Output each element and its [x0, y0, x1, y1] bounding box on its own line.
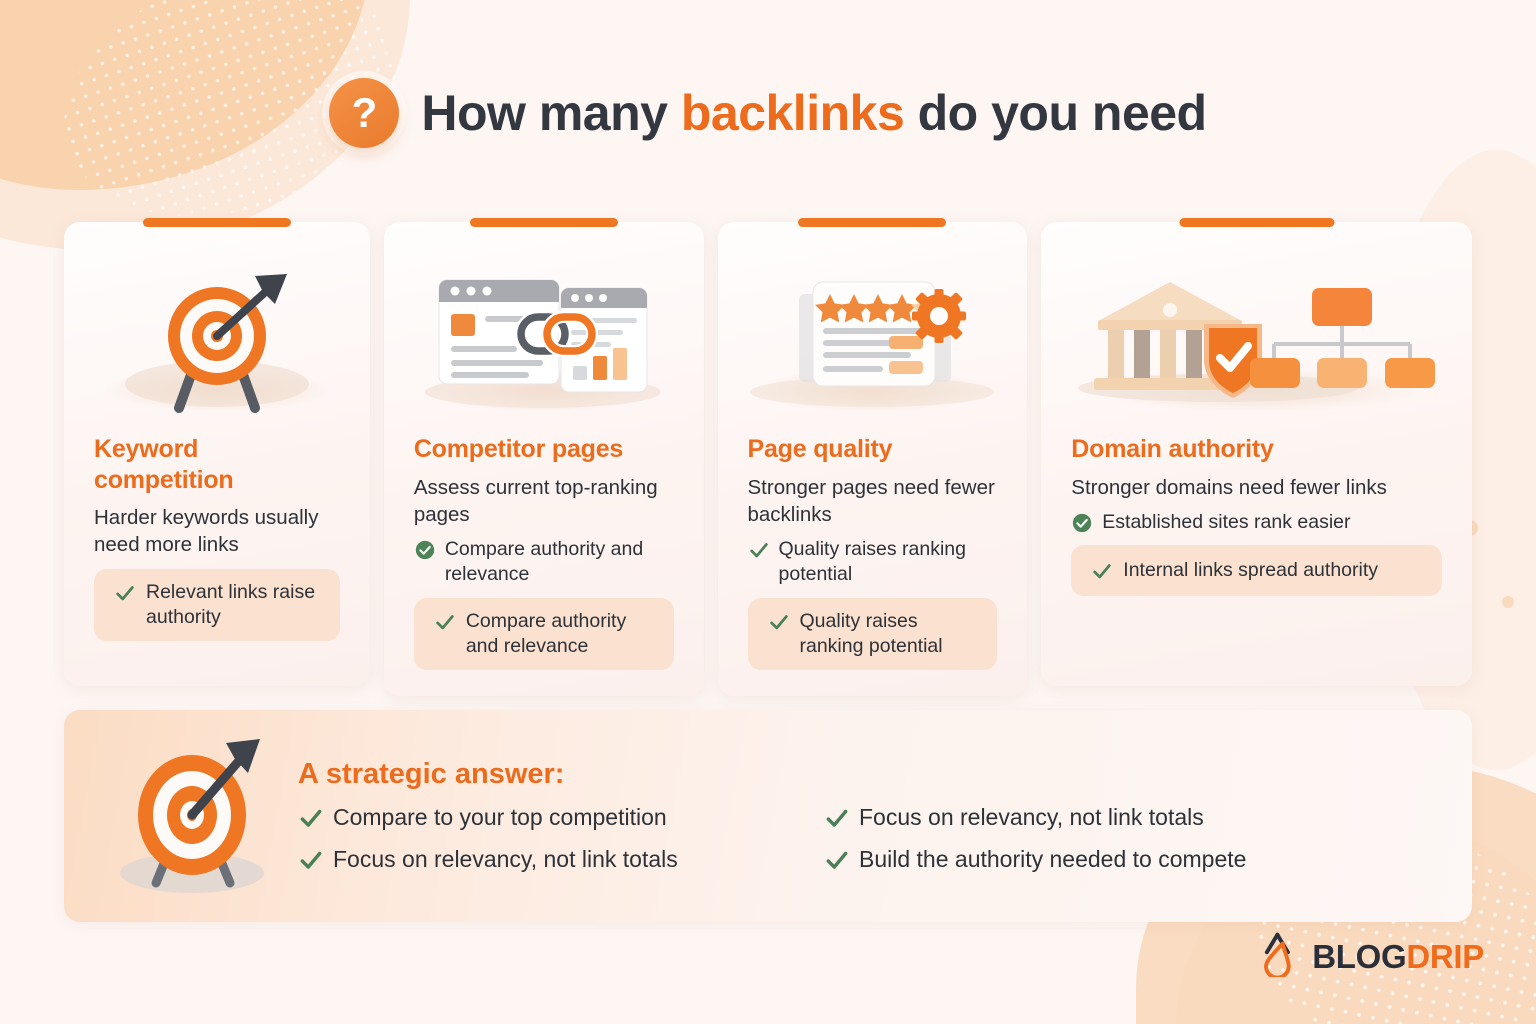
logo-text-dark: BLOG [1312, 937, 1407, 975]
card-highlight-pill: Relevant links raise authority [94, 568, 340, 642]
card-pill-text: Relevant links raise authority [146, 580, 316, 628]
card-domain-authority[interactable]: Domain authority Stronger domains need f… [1041, 218, 1472, 686]
factor-cards-row: Keyword competition Harder keywords usua… [64, 218, 1472, 697]
check-icon [114, 582, 136, 604]
summary-columns: Compare to your top competition Focus on… [298, 803, 1438, 875]
summary-item: Focus on relevancy, not link totals [824, 803, 1246, 833]
summary-item-text: Focus on relevancy, not link totals [859, 803, 1204, 830]
card-body: Assess current top-ranking pages [413, 475, 658, 526]
logo-wordmark: BLOGDRIP [1312, 938, 1484, 976]
brand-logo: BLOGDRIP [1259, 931, 1484, 982]
card-body: Stronger domains need fewer links [1071, 475, 1387, 499]
check-circle-icon [414, 539, 436, 561]
summary-item: Build the authority needed to compete [824, 845, 1246, 875]
card-page-quality[interactable]: Page quality Stronger pages need fewer b… [717, 218, 1028, 697]
summary-column-right: Focus on relevancy, not link totals Buil… [824, 803, 1246, 875]
card-title: Keyword competition [94, 435, 234, 494]
check-icon [298, 847, 324, 873]
linked-browser-windows-icon [414, 268, 674, 416]
summary-title: A strategic answer: [298, 757, 565, 790]
page-title-part2: do you need [904, 85, 1207, 141]
summary-item-text: Build the authority needed to compete [859, 845, 1247, 872]
card-highlight-pill: Quality raises ranking potential [747, 597, 998, 671]
card-bullet-text: Quality raises ranking potential [778, 538, 967, 586]
question-mark-icon: ? [329, 78, 400, 148]
target-with-arrow-icon [98, 731, 290, 901]
check-circle-icon [1071, 512, 1093, 534]
card-accent-bar [142, 218, 291, 227]
summary-column-left: Compare to your top competition Focus on… [298, 803, 768, 875]
card-accent-bar [1179, 218, 1335, 227]
summary-content: A strategic answer: Compare to your top … [290, 758, 1438, 875]
card-highlight-pill: Internal links spread authority [1071, 545, 1442, 597]
page-title-part1: How many [421, 85, 681, 141]
check-icon [768, 611, 790, 633]
summary-panel: A strategic answer: Compare to your top … [64, 710, 1472, 922]
summary-item: Compare to your top competition [298, 803, 768, 833]
card-pill-text: Internal links spread authority [1123, 559, 1378, 582]
background-dot-accent [1502, 596, 1514, 608]
card-highlight-pill: Compare authority and relevance [413, 597, 674, 671]
target-with-arrow-icon [94, 268, 340, 416]
card-pill-text: Compare authority and relevance [465, 609, 627, 658]
card-bullet-text: Established sites rank easier [1102, 510, 1351, 533]
question-mark-glyph: ? [351, 89, 378, 136]
card-bullet: Compare authority and relevance [414, 537, 674, 588]
card-accent-bar [469, 218, 618, 227]
card-bullet: Established sites rank easier [1071, 510, 1442, 535]
droplet-logo-icon [1259, 931, 1301, 982]
summary-item: Focus on relevancy, not link totals [298, 845, 768, 875]
page-title-highlight: backlinks [680, 85, 905, 141]
check-icon [434, 611, 456, 633]
logo-text-orange: DRIP [1406, 937, 1484, 975]
check-icon [748, 539, 770, 561]
check-icon [824, 805, 850, 831]
card-bullet: Quality raises ranking potential [748, 537, 998, 588]
card-body: Harder keywords usually need more links [94, 506, 319, 557]
card-title: Domain authority [1071, 435, 1274, 463]
card-keyword-competition[interactable]: Keyword competition Harder keywords usua… [64, 218, 370, 686]
page-title: How many backlinks do you need [421, 84, 1207, 142]
card-title: Page quality [747, 435, 893, 463]
check-icon [1091, 560, 1113, 582]
check-icon [298, 805, 324, 831]
bank-shield-sitemap-icon [1071, 268, 1442, 416]
card-accent-bar [798, 218, 947, 227]
star-rating-page-icon [748, 268, 998, 416]
page-header: ? How many backlinks do you need [0, 78, 1536, 148]
summary-item-text: Focus on relevancy, not link totals [333, 845, 678, 872]
card-title: Competitor pages [413, 435, 624, 463]
card-body: Stronger pages need fewer backlinks [747, 475, 995, 526]
check-icon [824, 847, 850, 873]
card-pill-text: Quality raises ranking potential [799, 609, 943, 658]
card-bullet-text: Compare authority and relevance [444, 538, 644, 586]
card-competitor-pages[interactable]: Competitor pages Assess current top-rank… [383, 218, 704, 697]
summary-item-text: Compare to your top competition [333, 803, 667, 830]
